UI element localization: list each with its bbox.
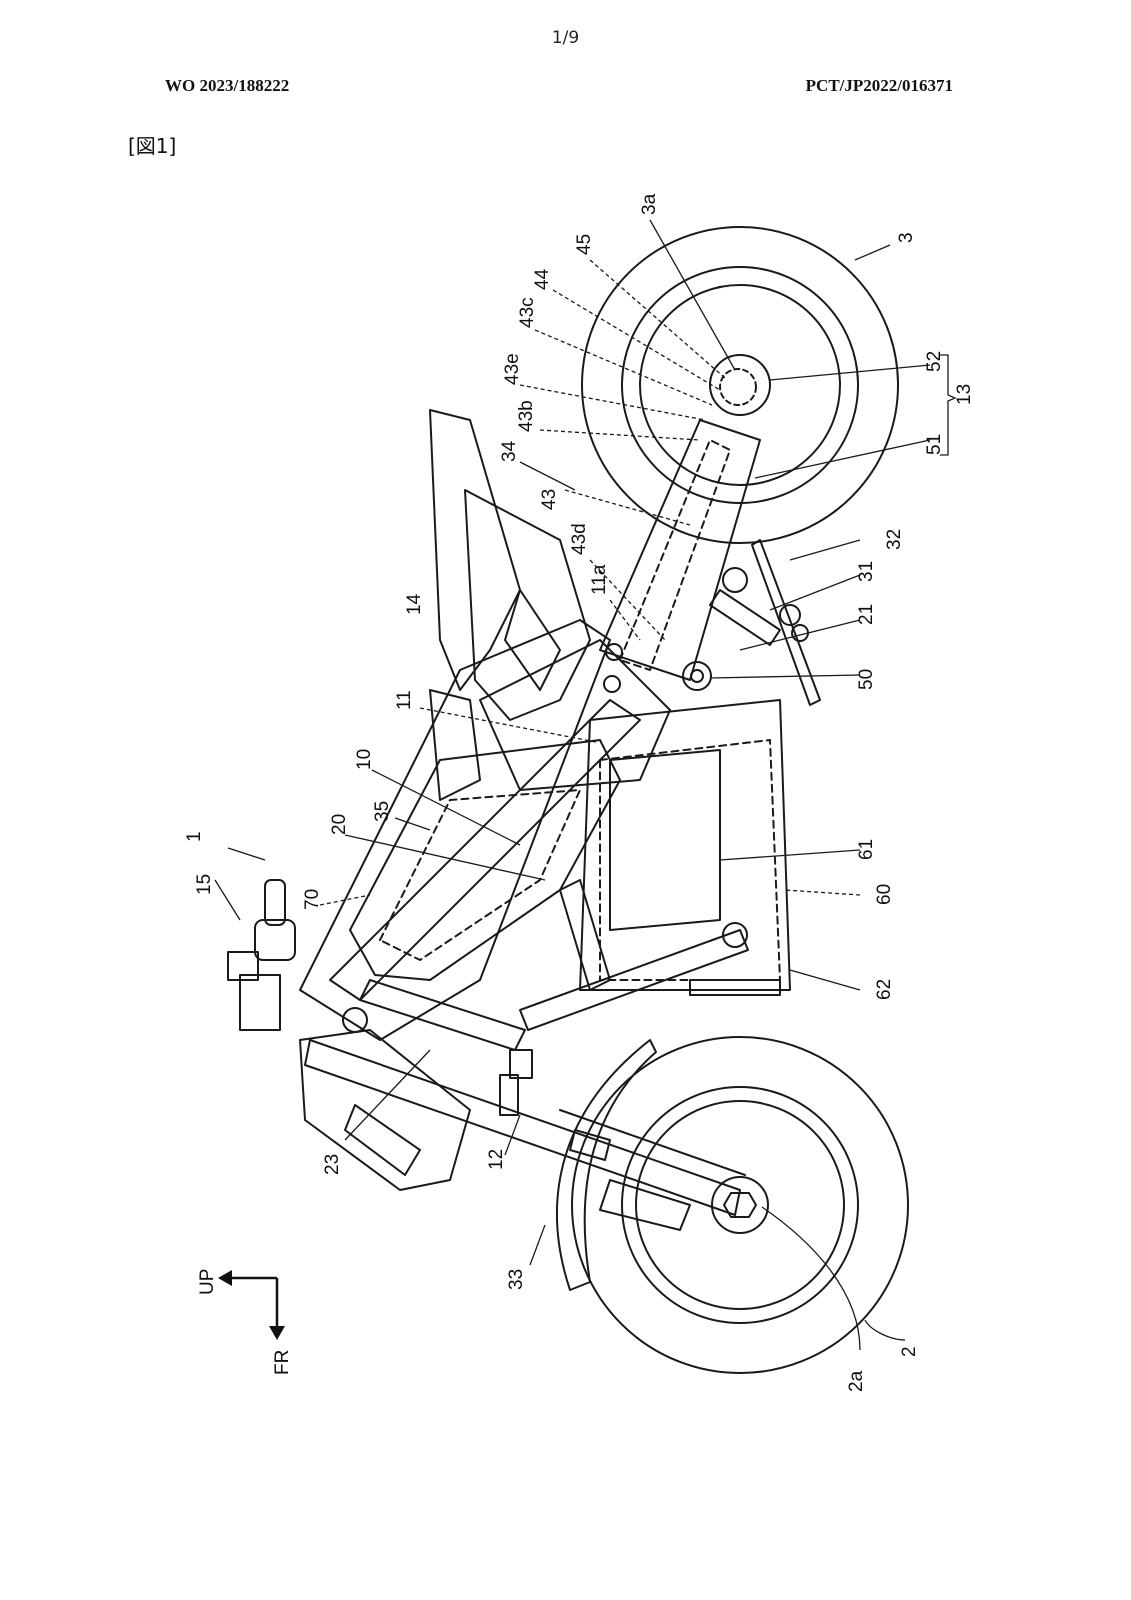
page-number: 1/9: [551, 28, 580, 48]
reference-numeral: 50: [856, 669, 877, 690]
reference-numeral: 32: [884, 529, 905, 550]
reference-numeral: 61: [856, 839, 877, 860]
reference-numeral: 43e: [502, 353, 523, 385]
rear-wheel-drawing: [581, 226, 899, 544]
reference-numeral: 45: [574, 234, 595, 255]
reference-numeral: 23: [322, 1154, 343, 1175]
reference-numeral: 62: [874, 979, 895, 1000]
reference-numeral: 20: [329, 814, 350, 835]
figure-label: [図1]: [128, 134, 177, 158]
reference-numerals: 3a454443c43e43b344343d11a141110352070151…: [184, 193, 975, 1392]
reference-numeral: 10: [354, 749, 375, 770]
reference-numeral: 35: [372, 801, 393, 822]
reference-numeral: 52: [924, 351, 945, 372]
reference-numeral: 3a: [639, 193, 660, 215]
reference-numeral: 51: [924, 434, 945, 455]
reference-numeral: 13: [954, 384, 975, 405]
reference-numeral: 2a: [846, 1370, 867, 1392]
application-number: PCT/JP2022/016371: [805, 76, 953, 95]
reference-numeral: 43b: [516, 400, 537, 432]
swing-arm-drawing: [599, 419, 761, 681]
front-direction-label: FR: [272, 1350, 293, 1375]
seat-drawing: [429, 409, 671, 801]
reference-numeral: 43: [539, 489, 560, 510]
reference-numeral: 31: [856, 561, 877, 582]
front-fork-drawing: [304, 1039, 746, 1231]
reference-numeral: 11: [394, 690, 415, 710]
reference-numeral: 44: [532, 268, 553, 290]
reference-numeral: 43c: [517, 297, 538, 328]
up-direction-label: UP: [197, 1269, 218, 1295]
reference-numeral: 12: [486, 1149, 507, 1170]
front-fender-drawing: [556, 1039, 657, 1291]
main-frame-drawing: [299, 619, 749, 1051]
reference-numeral: 33: [506, 1269, 527, 1290]
steering-assembly-drawing: [227, 879, 471, 1191]
reference-numeral: 14: [404, 593, 425, 615]
reference-numeral: 60: [874, 884, 895, 905]
direction-indicator: UP FR: [197, 1269, 293, 1375]
reference-numeral: 11a: [589, 564, 610, 595]
reference-numeral: 1: [184, 831, 205, 842]
reference-numeral: 21: [856, 604, 877, 625]
reference-numeral: 43d: [569, 523, 590, 555]
battery-case-drawing: [579, 699, 791, 996]
reference-numeral: 70: [302, 889, 323, 910]
front-wheel-drawing: [571, 1036, 909, 1374]
reference-numeral: 15: [194, 874, 215, 895]
reference-numeral: 34: [499, 440, 520, 462]
publication-number: WO 2023/188222: [165, 76, 290, 95]
tank-cover-drawing: [349, 739, 621, 981]
reference-numeral: 2: [899, 1346, 920, 1357]
reference-numeral: 3: [896, 232, 917, 243]
